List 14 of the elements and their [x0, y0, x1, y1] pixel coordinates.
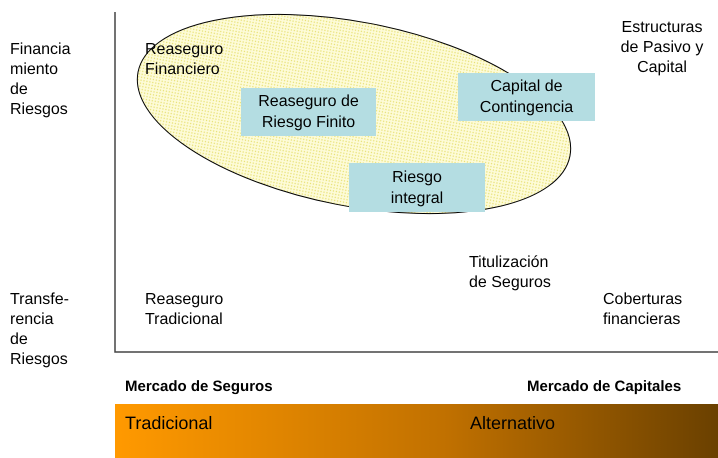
quadrant-label: Reaseguro Tradicional	[145, 290, 224, 330]
scale-label: Tradicional	[125, 412, 212, 434]
category-box: Riesgo integral	[349, 163, 485, 212]
axis-label: Transfe- rencia de Riesgos	[10, 290, 70, 370]
category-box: Capital de Contingencia	[458, 73, 595, 121]
market-label: Mercado de Seguros	[125, 377, 273, 397]
market-label: Mercado de Capitales	[527, 377, 682, 397]
category-box: Reaseguro de Riesgo Finito	[241, 88, 376, 136]
scale-label: Alternativo	[470, 412, 556, 434]
quadrant-label: Titulización de Seguros	[469, 253, 552, 293]
quadrant-label: Coberturas financieras	[603, 290, 684, 330]
quadrant-label: Estructuras de Pasivo y Capital	[620, 18, 704, 78]
gradient-scale-bar	[115, 404, 718, 458]
axis-label: Financia miento de Riesgos	[10, 40, 72, 120]
